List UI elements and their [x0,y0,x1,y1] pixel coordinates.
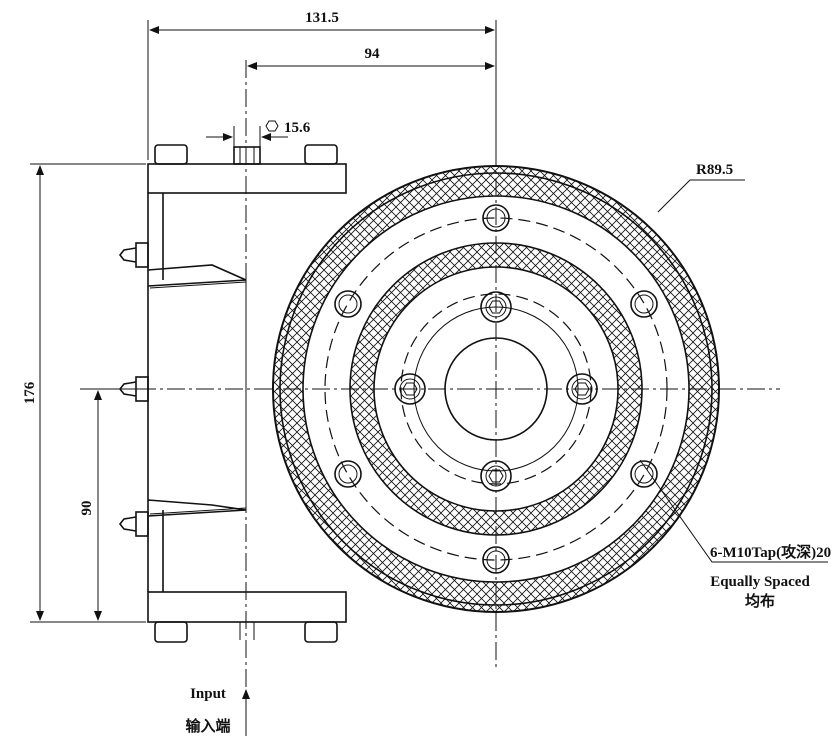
bottom-flange [147,591,347,623]
housing-side-view [118,144,347,643]
center-lines [80,60,780,690]
dim-hex-size: 15.6 [284,120,311,136]
callout-equally-spaced-en: Equally Spaced [710,574,810,590]
dim-overall-width: 131.5 [305,10,339,26]
dim-radius: R89.5 [696,162,733,178]
top-bolt-left [154,144,188,165]
input-label-cn: 输入端 [185,717,230,735]
dimensions: 131.5 94 15.6 176 90 R89.5 6-M10Tap(攻深)2… [22,10,831,623]
top-bolt-right [304,144,338,165]
top-flange [147,163,347,194]
input-label-en: Input [190,686,226,702]
hex-symbol-icon [265,120,279,132]
grease-nipple-top [118,242,149,268]
callout-equally-spaced-cn: 均布 [745,592,775,610]
hex-drive-head [233,146,261,165]
callout-tapped-holes: 6-M10Tap(攻深)20 [710,543,831,561]
input-indicator: Input 输入端 [185,686,250,736]
bottom-bolt-left [154,621,188,643]
grease-nipple-bottom [118,511,149,537]
dim-center-offset: 94 [365,46,381,62]
dim-input-height: 90 [79,501,95,516]
bottom-bolt-right [304,621,338,643]
dim-height: 176 [22,381,38,404]
